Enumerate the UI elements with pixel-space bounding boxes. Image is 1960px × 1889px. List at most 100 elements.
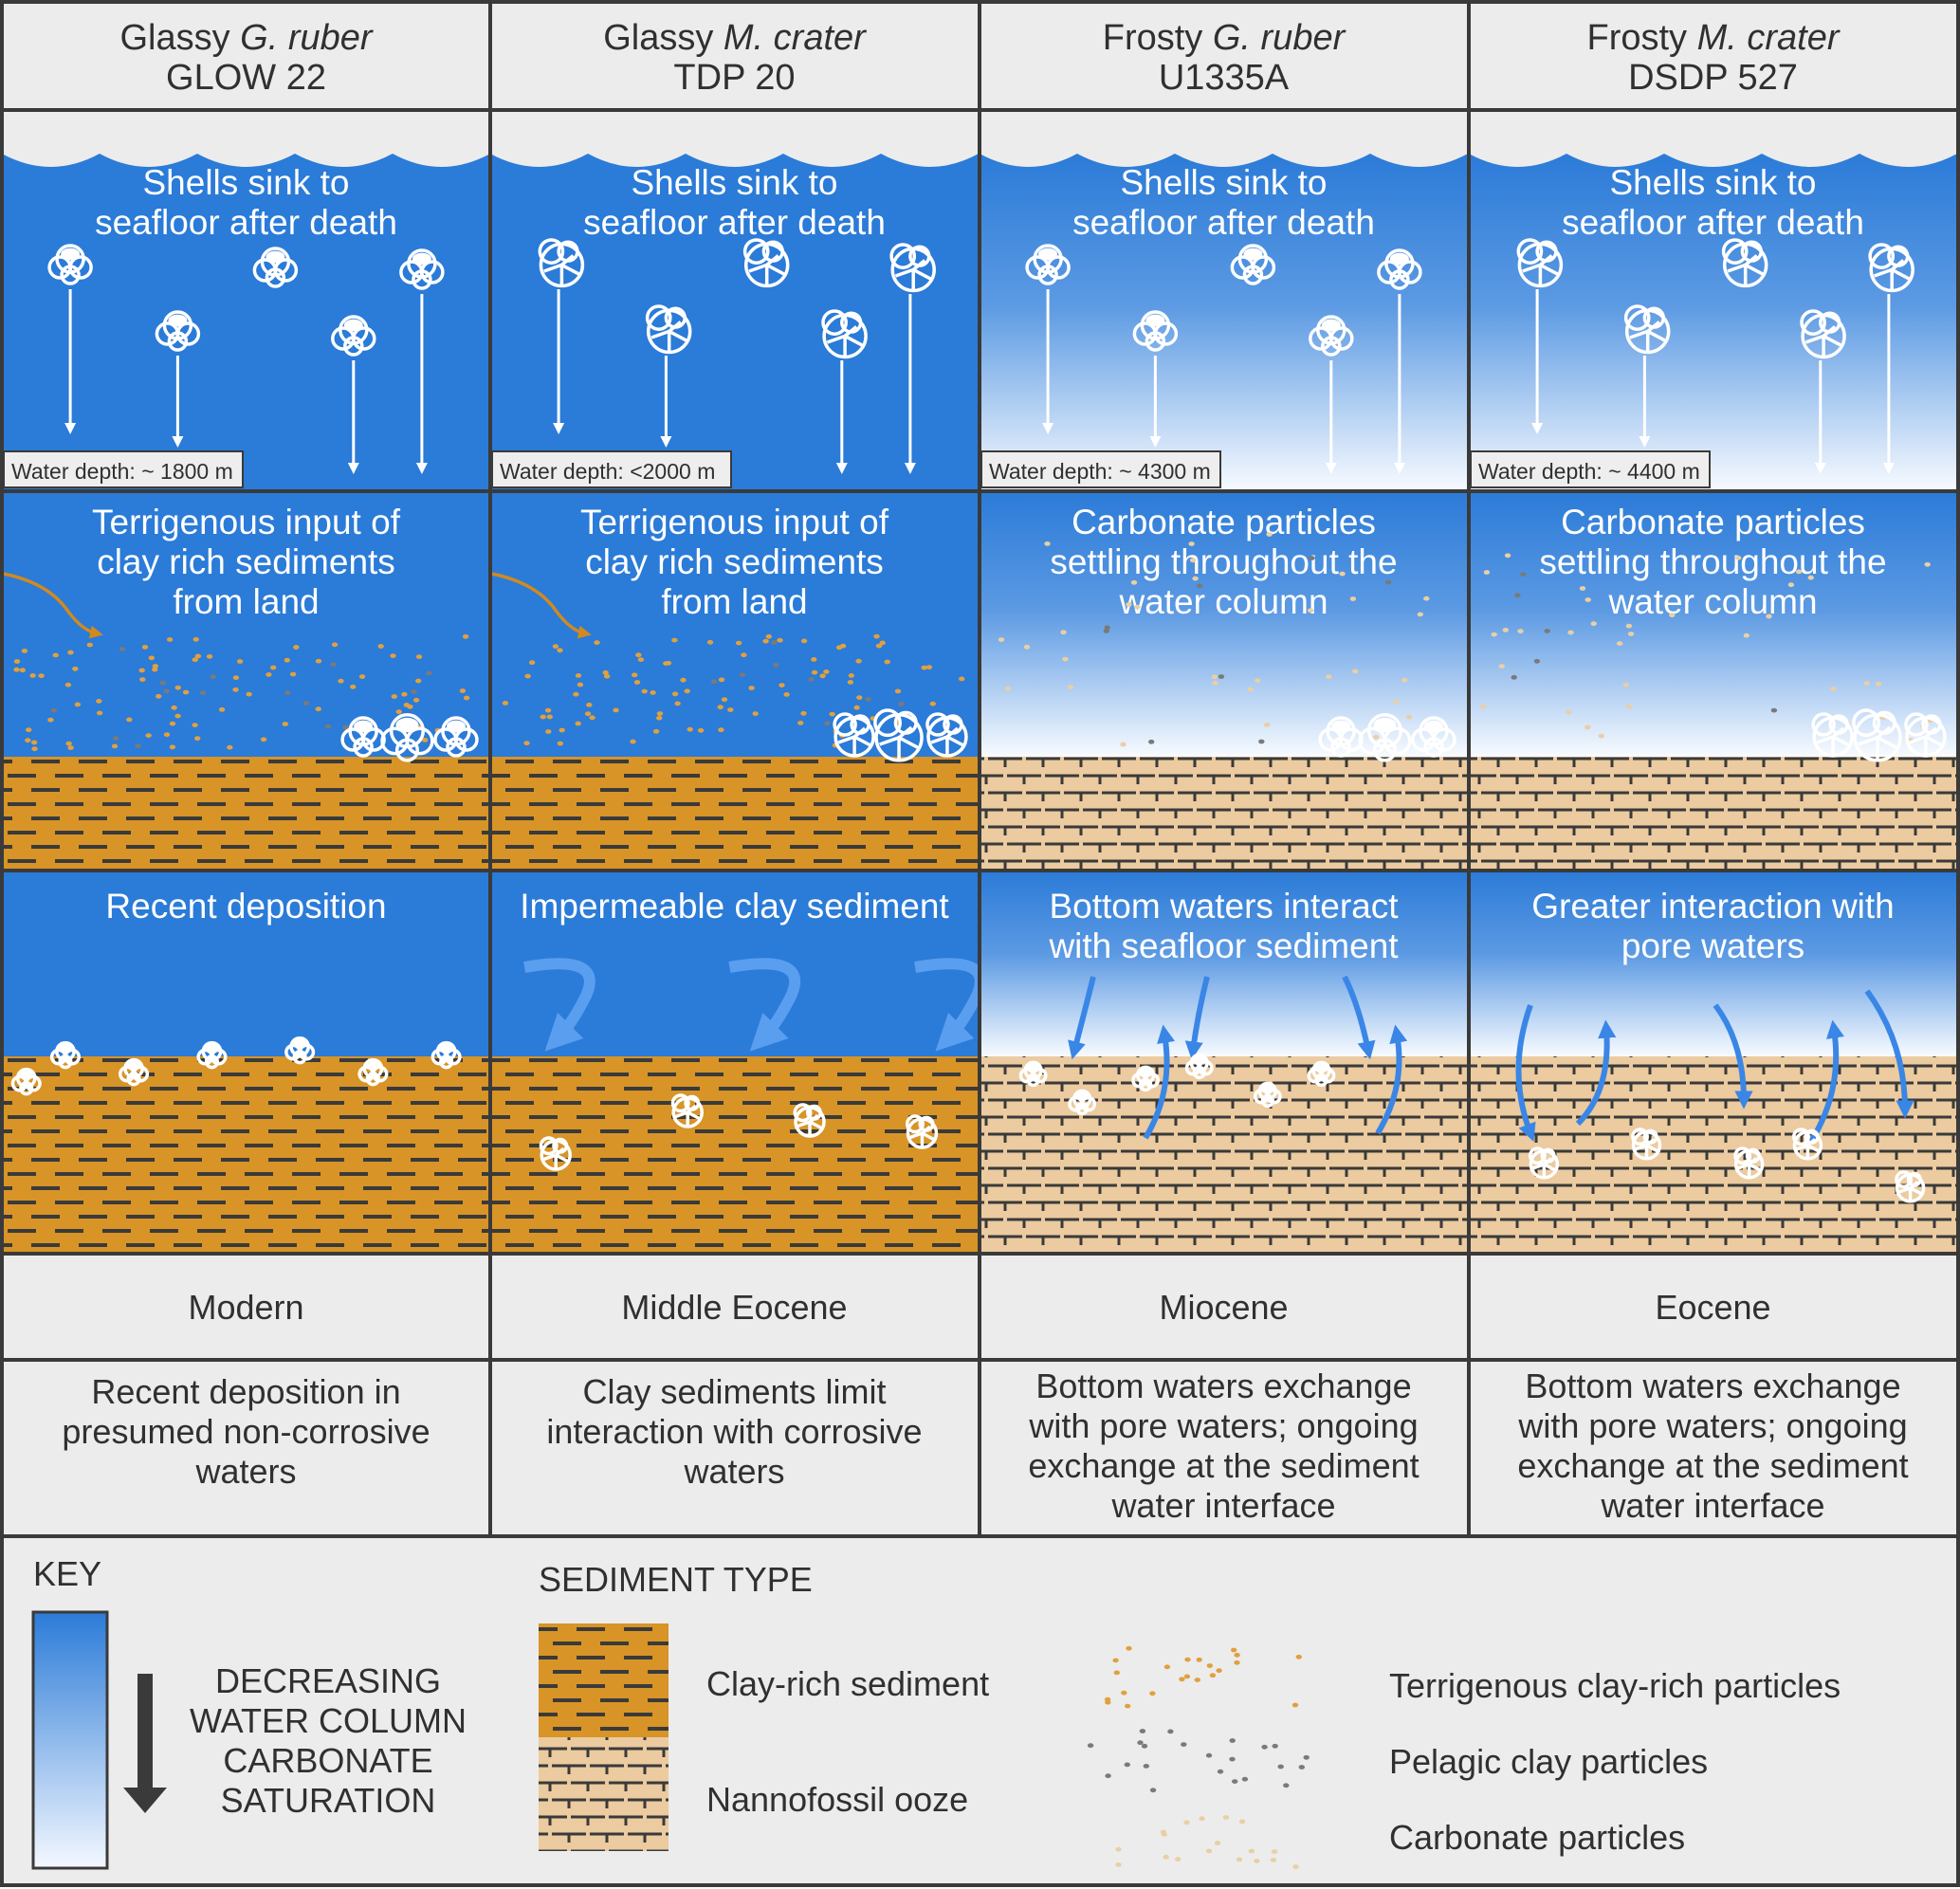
panel-caption: clay rich sediments [97,542,395,581]
globigerinoides-ruber-shell [1253,1081,1282,1109]
globigerinoides-ruber-shell [399,248,445,290]
morozovelloides-crater-shell [905,1114,939,1149]
globigerinoides-ruber-shell [1411,716,1456,758]
blocked-flow-arrow [523,958,595,1052]
description-line: waters [683,1452,784,1491]
globigerinoides-ruber-shell [1184,1053,1214,1080]
morozovelloides-crater-shell [1516,238,1564,288]
sediment-layer [1469,757,1957,871]
morozovelloides-crater-shell [873,708,924,762]
sediment-layer [2,757,490,871]
description-cell [490,1360,979,1536]
globigerinoides-ruber-shell [1318,716,1364,758]
sediment-type-title: SEDIMENT TYPE [539,1560,813,1599]
age-cell [2,1254,490,1360]
panel-caption: Greater interaction with [1531,887,1895,926]
particle-label: Terrigenous clay-rich particles [1389,1666,1841,1705]
globigerinoides-ruber-shell [430,1040,462,1070]
upwelling-arrow [1575,1019,1617,1127]
panel-caption: seafloor after death [583,203,886,242]
morozovelloides-crater-shell [821,309,868,359]
morozovelloides-crater-shell [1528,1146,1560,1180]
water-depth-box [491,450,732,488]
downwelling-arrow [1184,976,1210,1060]
down-arrow-icon [123,1788,167,1813]
globigerinoides-ruber-shell [47,244,93,285]
panel-caption: Shells sink to [1121,163,1328,202]
panel-caption: Shells sink to [143,163,350,202]
age-cell [1469,1254,1957,1360]
description-line: with pore waters; ongoing [1517,1406,1907,1445]
site-label: U1335A [1159,58,1290,98]
panel-caption: seafloor after death [95,203,397,242]
water-depth-label: Water depth: ~ 4400 m [1478,459,1700,484]
globigerinoides-ruber-shell [380,713,434,762]
description-line: interaction with corrosive [546,1412,922,1451]
globigerinoides-ruber-shell [1230,244,1276,285]
gradient-label-line: DECREASING [215,1661,441,1700]
panel-caption: settling throughout the [1050,542,1397,581]
panel-caption: Shells sink to [1610,163,1817,202]
column-title: Frosty M. crater [1586,18,1840,58]
sediment-layer [1469,1056,1957,1254]
globigerinoides-ruber-shell [1025,244,1071,285]
panel-caption: from land [661,582,807,621]
globigerinoides-ruber-shell [284,1036,316,1065]
downwelling-arrow [1864,989,1914,1119]
column-title: Glassy G. ruber [119,18,373,58]
sediment-layer [2,1056,490,1254]
column-title: Frosty G. ruber [1103,18,1346,58]
panel-caption: Carbonate particles [1561,503,1865,541]
globigerinoides-ruber-shell [155,310,201,352]
water-depth-label: Water depth: ~ 1800 m [11,459,233,484]
carbonate-particles [998,532,1430,747]
downwelling-arrow [1515,1003,1536,1142]
panel-caption: Terrigenous input of [580,503,889,541]
globigerinoides-ruber-shell [1068,1089,1097,1116]
morozovelloides-crater-shell [538,238,585,288]
globigerinoides-ruber-shell [1358,713,1412,762]
terrigenous-particles [502,633,965,748]
morozovelloides-crater-shell [1852,708,1902,762]
globigerinoides-ruber-shell [196,1040,228,1070]
age-label: Eocene [1655,1288,1770,1327]
upwelling-arrow [1143,1024,1176,1140]
column-header [490,2,979,110]
morozovelloides-crater-shell [645,304,692,355]
description-line: exchange at the sediment [1028,1446,1419,1485]
morozovelloides-crater-shell [539,1136,572,1171]
key-background [4,1538,1956,1883]
description-line: with pore waters; ongoing [1028,1406,1418,1445]
morozovelloides-crater-shell [925,712,968,758]
sediment-interaction-panel: Impermeable clay sediment [490,871,986,1254]
downwelling-arrow [1342,975,1376,1060]
column-header [980,2,1468,110]
bottom-water [980,871,1468,1056]
morozovelloides-crater-shell [889,243,936,293]
carbonate-particles [1480,553,1933,743]
column-title: Glassy M. crater [603,18,867,58]
water-depth-box [3,450,244,488]
morozovelloides-crater-shell [1721,238,1768,288]
water-column [2,491,490,757]
down-arrow-shaft [137,1674,153,1792]
globigerinoides-ruber-shell [252,247,299,288]
description-line: waters [194,1452,296,1491]
description-line: exchange at the sediment [1517,1446,1908,1485]
sediment-interaction-panel: Recent deposition [2,871,490,1254]
terrigenous-particles [13,633,470,752]
sea-surface [490,154,979,491]
morozovelloides-crater-shell [1895,1170,1926,1203]
clay-sediment-swatch [539,1623,669,1737]
column-header [1469,2,1957,110]
panel-caption: clay rich sediments [585,542,884,581]
age-cell [490,1254,979,1360]
globigerinoides-ruber-shell [357,1057,389,1087]
